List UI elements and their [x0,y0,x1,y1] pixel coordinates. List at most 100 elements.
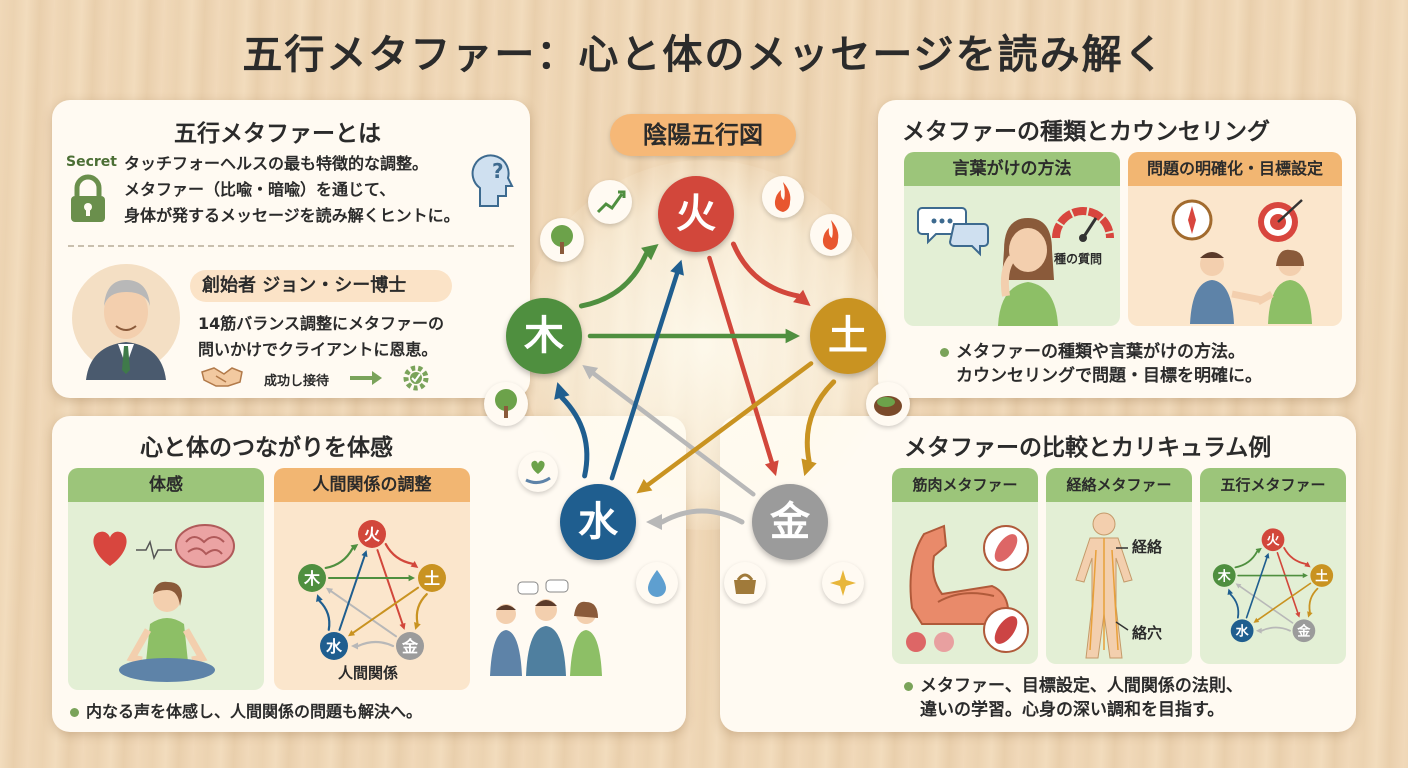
intro-line-1: タッチフォーヘルスの最も特徴的な調整。 [124,154,429,173]
control-arrow-wood-earth-head [785,328,800,344]
flame-icon [762,176,804,218]
mini-cycle-water-wood [318,599,331,631]
intro-line-2: メタファー（比喩・暗喩）を通じて、 [124,180,396,199]
tab-taikan: 体感 [68,468,264,502]
secret-label: Secret [66,154,117,170]
founder-title: 創始者 ジョン・シー博士 [202,275,407,296]
mini-cycle-earth-metal [1308,587,1319,614]
control-arrow-metal-wood [591,371,756,497]
mini-control-fire-metal-head [399,622,406,630]
mini-node-label-fire: 火 [364,525,381,544]
mini-node-label-water: 水 [1236,624,1250,640]
cycle-arrow-metal-water-head [646,514,662,530]
mini-node-fire [358,520,386,548]
tab-relationships: 人間関係の調整 [274,468,470,502]
founder-line-2: 問いかけでクライアントに恩恵。 [198,340,438,359]
intro-card-title: 五行メタファーとは [174,121,381,147]
gauge-label: 種の質問 [1054,252,1103,266]
tree-icon-2 [484,382,528,426]
founder-title-badge [190,270,452,302]
woman-listening [998,218,1058,326]
mini-node-label-wood: 木 [303,569,321,588]
mini-control-earth-water-head [1253,617,1260,623]
mini-node-label-metal: 金 [401,637,419,656]
mini-control-metal-wood-head [1235,583,1242,589]
founder-line-1: 14筋バランス調整にメタファーの [198,314,444,333]
mini-cycle-fire-earth-head [1304,561,1311,568]
mini-cycle-water-wood-head [1227,588,1233,595]
mini-control-metal-wood-head [325,587,334,594]
mini-control-metal-wood [330,590,398,638]
cycle-arrow-earth-metal [804,379,837,464]
mini-cycle-wood-fire [324,547,354,570]
mini-node-label-fire: 火 [1266,534,1280,549]
mini-control-wood-earth-head [1302,572,1308,579]
mini-node-label-earth: 土 [424,569,440,588]
body-card-title: 心と体のつながりを体感 [140,435,393,461]
flame-icon-2 [810,214,852,256]
cycle-arrow-water-wood-head [554,382,570,400]
meridian-body-illustration [1075,512,1133,659]
mini-node-metal [1292,619,1316,643]
mini-cycle-metal-water-head [1255,627,1262,634]
target-icon [1258,199,1303,242]
body-bullet-text: 内なる声を体感し、人間関係の問題も解決へ。 [86,702,423,721]
node-metal: 金 [752,484,828,560]
mini-node-label-metal: 金 [1296,624,1311,640]
mini-node-fire [1261,528,1285,552]
muscle-arm-illustration [906,524,1029,653]
mini-cycle-metal-water-head [351,642,359,650]
mini-control-water-fire [1245,556,1268,619]
mini-cycle-wood-fire [1234,550,1259,569]
control-arrow-earth-water-head [636,478,653,494]
control-arrow-earth-water [645,361,814,488]
tab-wuxing: 五行メタファー [1200,468,1346,502]
success-label: 成功し接待 [264,374,330,389]
mini-caption: 人間関係 [338,664,399,682]
svg-text:?: ? [492,159,504,183]
center-title-badge [610,114,796,156]
node-water: 水 [560,484,636,560]
mini-node-label-water: 水 [326,637,343,656]
people-group [490,579,602,676]
chart-icon [588,180,632,224]
control-arrow-metal-wood-head [582,364,599,380]
compare-bullet-1: メタファー、目標設定、人間関係の法則、 [904,674,1243,698]
compare-card-title: メタファーの比較とカリキュラム例 [904,435,1272,461]
page-title: 五行メタファー：心と体のメッセージを読み解く [242,32,1166,78]
gear-icon [403,365,429,391]
mini-control-earth-water [352,586,420,634]
mini-cycle-earth-metal-head [1307,611,1313,618]
mini-cycle-wood-fire-head [1255,547,1262,554]
heart-icon [93,531,127,566]
mini-cycle-earth-metal-head [414,622,421,630]
types-card: メタファーの種類とカウンセリング 言葉がけの方法 問題の明確化・目標設定 種の質… [878,100,1356,398]
mini-control-water-fire-head [361,550,368,558]
mini-control-earth-water [1256,582,1312,621]
cycle-arrow-fire-earth-head [793,289,811,306]
mini-node-water [1230,619,1254,643]
mini-cycle-water-wood [1229,593,1240,619]
pulse-line [136,539,172,561]
lock-icon [71,174,105,222]
tab-muscle: 筋肉メタファー [892,468,1038,502]
mini-control-earth-water-head [347,630,356,637]
types-card-title: メタファーの種類とカウンセリング [902,119,1270,145]
heart-hand-icon [518,452,558,492]
stone-icon [866,382,910,426]
types-bullet-text-1: メタファーの種類や言葉がけの方法。 [956,342,1245,362]
mini-node-label-earth: 土 [1315,568,1328,584]
cycle-arrow-wood-fire-head [641,244,659,261]
mini-cycle-fire-earth-head [410,560,419,568]
founder-avatar [72,264,180,380]
mini-control-water-fire-head [1264,552,1270,559]
mini-control-fire-metal [376,549,404,625]
cycle-arrow-wood-fire [578,251,649,309]
control-arrow-water-fire-head [670,259,684,276]
mini-control-fire-metal-head [1295,611,1301,618]
mini-node-earth [1310,564,1334,587]
control-arrow-water-fire [609,271,680,481]
gauge-icon [1052,207,1114,242]
mini-node-metal [396,632,424,660]
